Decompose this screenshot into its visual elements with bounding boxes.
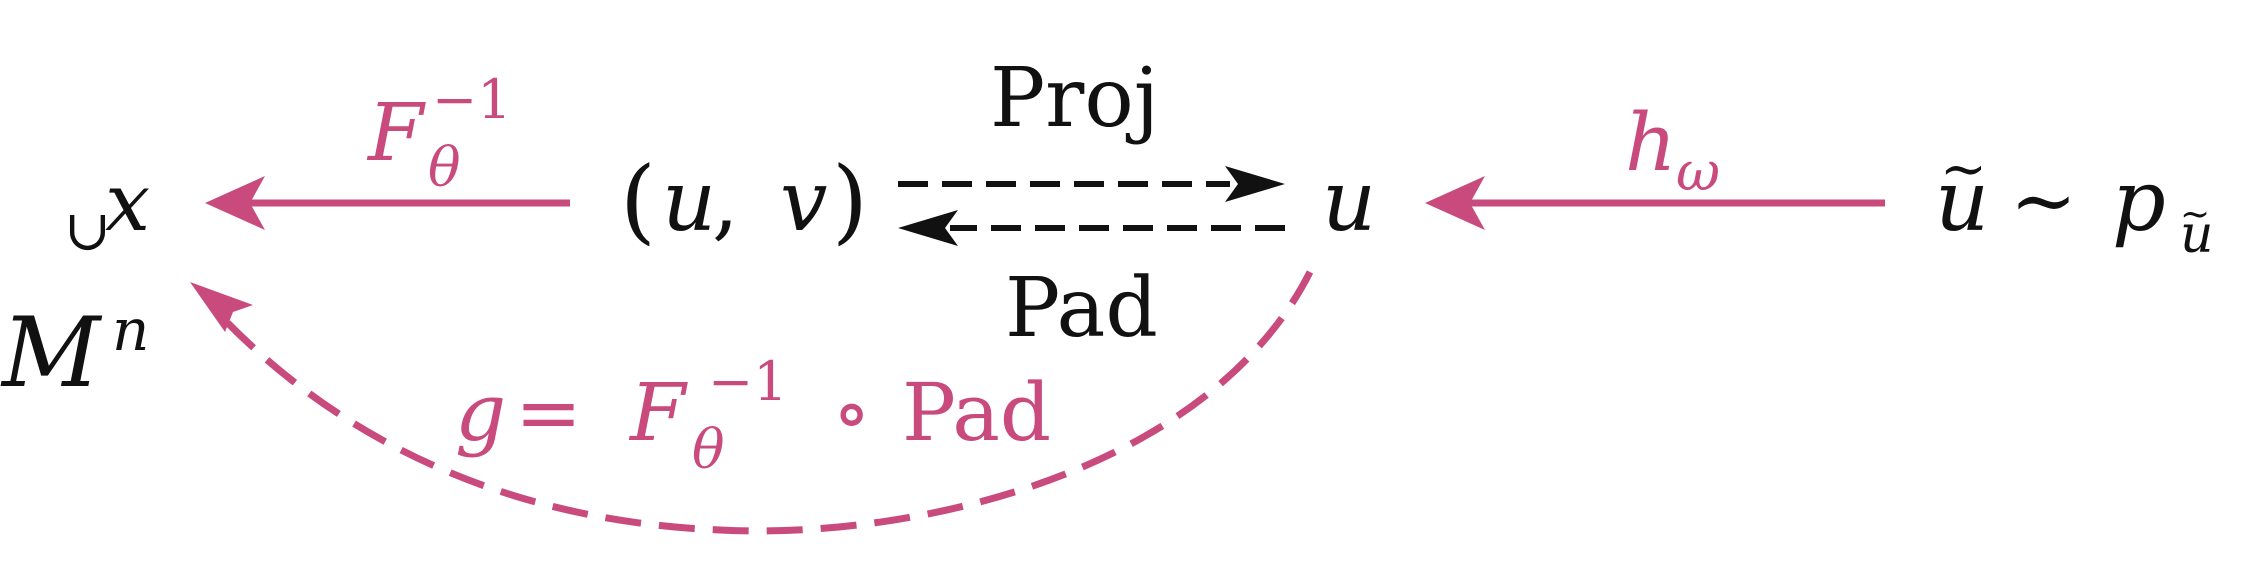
- finv-label: F −1 θ: [366, 68, 512, 199]
- manifold-sup: n: [112, 296, 149, 364]
- node-u: u: [1322, 152, 1376, 250]
- svg-text:v: v: [780, 152, 827, 250]
- svg-text:(: (: [620, 147, 656, 254]
- svg-text:F: F: [366, 86, 426, 179]
- svg-text:~: ~: [2180, 194, 2210, 235]
- h-omega-label: h ω: [1625, 96, 1720, 203]
- svg-text:u: u: [1935, 152, 1989, 250]
- finv-arrow: [205, 176, 570, 230]
- manifold-letter: M: [0, 297, 103, 409]
- node-x: x: [105, 156, 150, 249]
- svg-text:Pad: Pad: [902, 366, 1051, 459]
- svg-text:F: F: [628, 366, 688, 459]
- svg-text:∼: ∼: [2010, 154, 2077, 247]
- proj-arrow: [898, 166, 1285, 202]
- svg-text:u: u: [662, 152, 716, 250]
- h-omega-arrow: [1425, 176, 1885, 230]
- svg-text:−1: −1: [708, 350, 788, 413]
- svg-text:h: h: [1625, 96, 1677, 189]
- svg-text:=: =: [515, 366, 582, 459]
- svg-text:,: ,: [712, 152, 739, 250]
- g-curve-arrow: [190, 270, 1314, 535]
- pad-arrow: [898, 210, 1285, 246]
- svg-text:∘: ∘: [832, 366, 871, 459]
- svg-text:g: g: [455, 366, 506, 459]
- svg-text:θ: θ: [692, 418, 725, 481]
- svg-text:u: u: [2180, 205, 2214, 265]
- svg-text:p: p: [2112, 152, 2166, 250]
- svg-text:): ): [832, 147, 868, 254]
- node-utilde-dist: ~ u ∼ p ~ u: [1935, 137, 2214, 265]
- g-label: g = F −1 θ ∘ Pad: [455, 350, 1051, 481]
- node-uv: ( u , v ): [620, 147, 868, 254]
- svg-text:−1: −1: [432, 68, 512, 131]
- proj-label: Proj: [990, 51, 1159, 146]
- pad-label: Pad: [1005, 261, 1158, 356]
- svg-text:θ: θ: [428, 136, 461, 199]
- subset-symbol: ⊂: [54, 209, 119, 256]
- svg-text:ω: ω: [1676, 140, 1720, 203]
- svg-text:~: ~: [1940, 137, 1987, 202]
